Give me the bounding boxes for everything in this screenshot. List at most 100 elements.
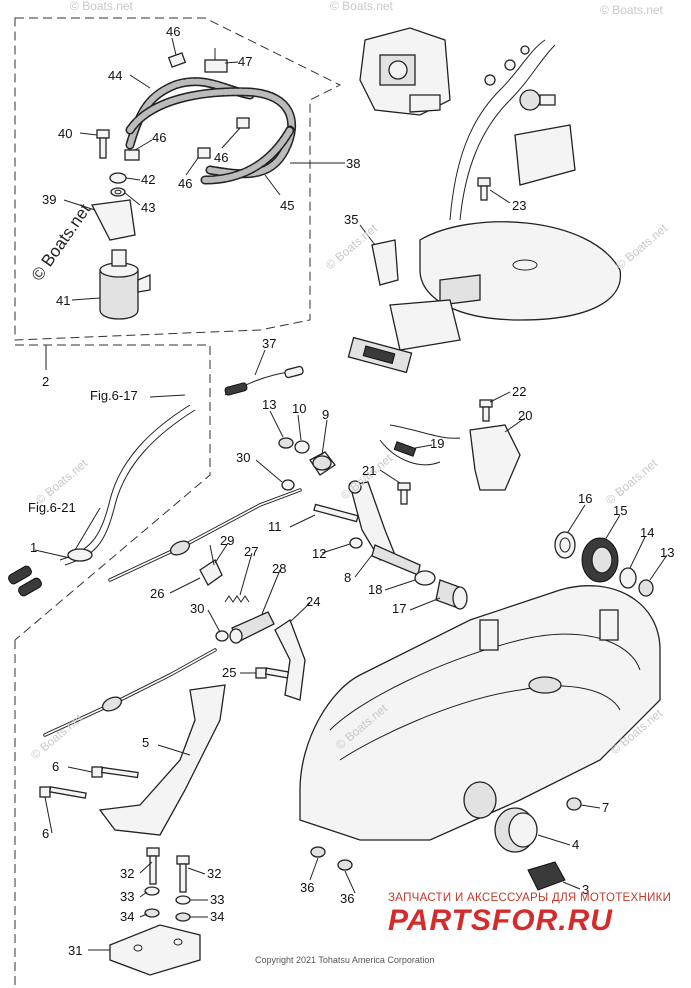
fuel-filter-41 <box>99 249 151 320</box>
washer-30-lower <box>215 630 229 642</box>
washer-14 <box>619 567 637 589</box>
bracket-5 <box>98 684 226 836</box>
callout-6: 6 <box>42 826 49 841</box>
watermark-text: © Boats.net <box>600 3 664 17</box>
callout-24: 24 <box>306 594 320 609</box>
washer-34 <box>144 908 191 922</box>
bolt-32-right <box>176 855 190 893</box>
callout-31: 31 <box>68 943 82 958</box>
callout-18: 18 <box>368 582 382 597</box>
bolt-6-lower <box>39 786 87 799</box>
callout-16: 16 <box>578 491 592 506</box>
watermark-text: © Boats.net <box>70 0 134 13</box>
bolt-6 <box>91 766 139 779</box>
callout-11: 11 <box>268 519 282 534</box>
pin-29 <box>199 544 223 586</box>
group-2-boundary <box>14 344 211 641</box>
callout-7: 7 <box>602 800 609 815</box>
callout-20: 20 <box>518 408 532 423</box>
callout-45: 45 <box>280 198 294 213</box>
callout-39: 39 <box>42 192 56 207</box>
callout-36: 36 <box>300 880 314 895</box>
callout-28: 28 <box>272 561 286 576</box>
callout-44: 44 <box>108 68 122 83</box>
throttle-cable-26 <box>108 488 302 582</box>
bolt-23 <box>477 177 491 201</box>
callout-38: 38 <box>346 156 360 171</box>
callout-40: 40 <box>58 126 72 141</box>
callout-46: 46 <box>214 150 228 165</box>
lower-cowling <box>299 585 661 841</box>
callout-42: 42 <box>141 172 155 187</box>
callout-32: 32 <box>120 866 134 881</box>
bolt-21 <box>397 482 411 505</box>
callout-3: 3 <box>582 882 589 897</box>
advertisement-banner: ЗАПЧАСТИ И АКСЕССУАРЫ ДЛЯ МОТОТЕХНИКИ PA… <box>388 892 688 942</box>
starter-handle <box>347 299 461 374</box>
nut-7 <box>566 797 582 811</box>
callout-13: 13 <box>262 397 276 412</box>
watermark-text: © Boats.net <box>613 221 671 273</box>
shift-cable <box>43 648 217 737</box>
washer-33 <box>144 886 191 905</box>
callout-1: 1 <box>30 540 37 555</box>
callout-30: 30 <box>190 601 204 616</box>
callout-47: 47 <box>238 54 252 69</box>
bolt-11 <box>313 503 359 523</box>
callout-34: 34 <box>120 909 134 924</box>
nut-36-right <box>337 859 353 871</box>
group-38-boundary <box>14 17 342 341</box>
hose-clip-46 <box>124 52 250 161</box>
callout-33: 33 <box>120 889 134 904</box>
callout-5: 5 <box>142 735 149 750</box>
callout-21: 21 <box>362 463 376 478</box>
rod-28 <box>229 611 275 644</box>
callout-12: 12 <box>312 546 326 561</box>
throttle-lever <box>514 89 576 186</box>
callout-4: 4 <box>572 837 579 852</box>
bracket-35 <box>371 239 399 286</box>
washer-43 <box>110 187 126 197</box>
callout-6: 6 <box>52 759 59 774</box>
plate-31 <box>109 924 201 976</box>
callout-41: 41 <box>56 293 70 308</box>
wire-harness-1 <box>8 404 196 597</box>
ref-fig-6-17: Fig.6-17 <box>90 388 138 403</box>
callout-numbers: 46 47 44 40 46 42 46 46 4 3 39 45 38 41 3… <box>30 24 674 958</box>
callout-8: 8 <box>344 570 351 585</box>
callout-13: 13 <box>660 545 674 560</box>
callout-10: 10 <box>292 401 306 416</box>
flywheel-cover <box>419 221 622 321</box>
callout-32: 32 <box>207 866 221 881</box>
callout-34: 34 <box>210 909 224 924</box>
nut-13-right <box>638 579 654 597</box>
joint-47 <box>204 48 228 73</box>
bushing-17 <box>435 579 468 610</box>
bolt-40 <box>96 129 110 159</box>
nut-13 <box>278 437 294 449</box>
callout-46: 46 <box>152 130 166 145</box>
ref-fig-6-21: Fig.6-21 <box>28 500 76 515</box>
callout-46: 46 <box>166 24 180 39</box>
callout-27: 27 <box>244 544 258 559</box>
bracket-20 <box>469 424 521 491</box>
callout-17: 17 <box>392 601 406 616</box>
bolt-22 <box>479 399 493 422</box>
callout-46: 46 <box>178 176 192 191</box>
callout-2: 2 <box>42 374 49 389</box>
shift-arm-8 <box>348 480 421 576</box>
callout-30: 30 <box>236 450 250 465</box>
callout-23: 23 <box>512 198 526 213</box>
callout-22: 22 <box>512 384 526 399</box>
callout-35: 35 <box>344 212 358 227</box>
washer-12 <box>349 537 363 549</box>
callout-19: 19 <box>430 436 444 451</box>
collar-42 <box>109 172 127 184</box>
ad-logo: PARTSFOR.RU <box>388 904 613 937</box>
watermark-text: © Boats.net <box>603 456 661 508</box>
leader-lines <box>34 37 668 951</box>
nut-36 <box>310 846 326 858</box>
callout-36: 36 <box>340 891 354 906</box>
spring-27 <box>224 595 250 603</box>
